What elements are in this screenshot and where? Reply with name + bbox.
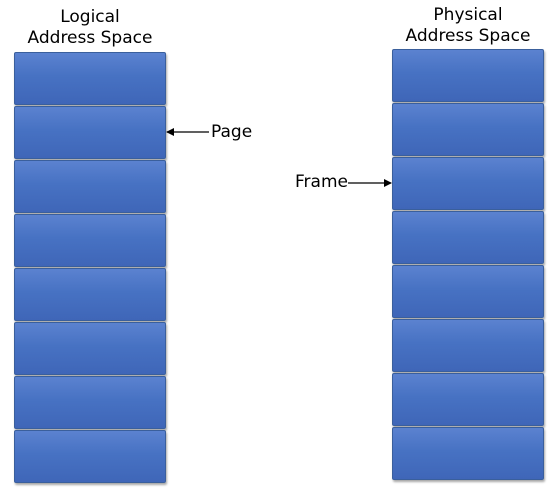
logical-page-block: [14, 376, 166, 429]
physical-frame-block: [392, 319, 544, 372]
physical-frame-block: [392, 211, 544, 264]
logical-page-block: [14, 214, 166, 267]
physical-frame-block: [392, 49, 544, 102]
logical-page-block: [14, 268, 166, 321]
logical-title-line1: Logical: [60, 7, 120, 27]
physical-frame-block: [392, 427, 544, 480]
logical-page-block: [14, 52, 166, 105]
physical-title-line2: Address Space: [405, 26, 531, 46]
frame-label: Frame: [295, 172, 348, 192]
physical-title-line1: Physical: [433, 5, 503, 25]
logical-title-line2: Address Space: [27, 28, 153, 48]
physical-address-space-title: Physical Address Space: [392, 5, 544, 47]
logical-page-block: [14, 106, 166, 159]
logical-address-space-column: [14, 52, 166, 484]
page-label: Page: [211, 122, 253, 142]
physical-frame-block: [392, 103, 544, 156]
logical-address-space-title: Logical Address Space: [14, 7, 166, 49]
logical-page-block: [14, 160, 166, 213]
physical-frame-block: [392, 265, 544, 318]
physical-frame-block: [392, 157, 544, 210]
physical-address-space-column: [392, 49, 544, 481]
physical-frame-block: [392, 373, 544, 426]
logical-page-block: [14, 322, 166, 375]
logical-page-block: [14, 430, 166, 483]
